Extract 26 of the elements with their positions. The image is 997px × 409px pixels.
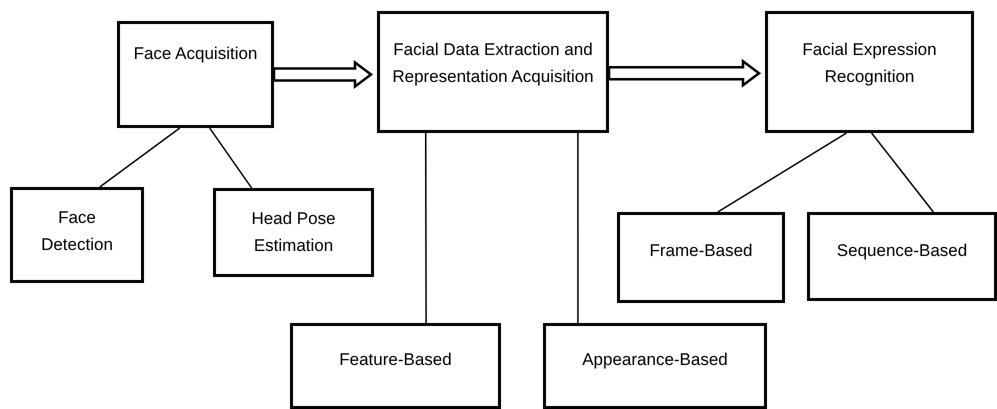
process-box: [213, 188, 374, 277]
connector-line: [871, 132, 934, 212]
process-box: [807, 212, 997, 301]
process-box: [117, 21, 274, 128]
process-box: [10, 187, 144, 283]
connector-line: [577, 133, 579, 323]
box-label: Sequence-Based: [836, 240, 968, 262]
box-label: Face Acquisition: [132, 43, 258, 65]
process-box: [765, 11, 974, 133]
box-label: Facial Data Extraction and Representation Acquisition: [391, 39, 595, 88]
process-box: [543, 323, 767, 409]
connector-line: [424, 133, 427, 323]
process-box: [290, 323, 501, 409]
connector-line: [209, 128, 252, 188]
box-label: Head Pose Estimation: [250, 208, 337, 258]
box-label: Feature-Based: [338, 349, 453, 371]
process-box: [377, 11, 609, 133]
box-label: Facial Expression Recognition: [801, 39, 938, 88]
connector-line: [99, 127, 180, 188]
block-arrow: [608, 58, 762, 88]
box-label: Frame-Based: [648, 240, 754, 262]
box-label: Appearance-Based: [581, 349, 729, 371]
box-label: Face Detection: [40, 207, 114, 256]
block-arrow: [272, 60, 374, 89]
connector-line: [717, 132, 847, 213]
process-box: [617, 212, 785, 303]
